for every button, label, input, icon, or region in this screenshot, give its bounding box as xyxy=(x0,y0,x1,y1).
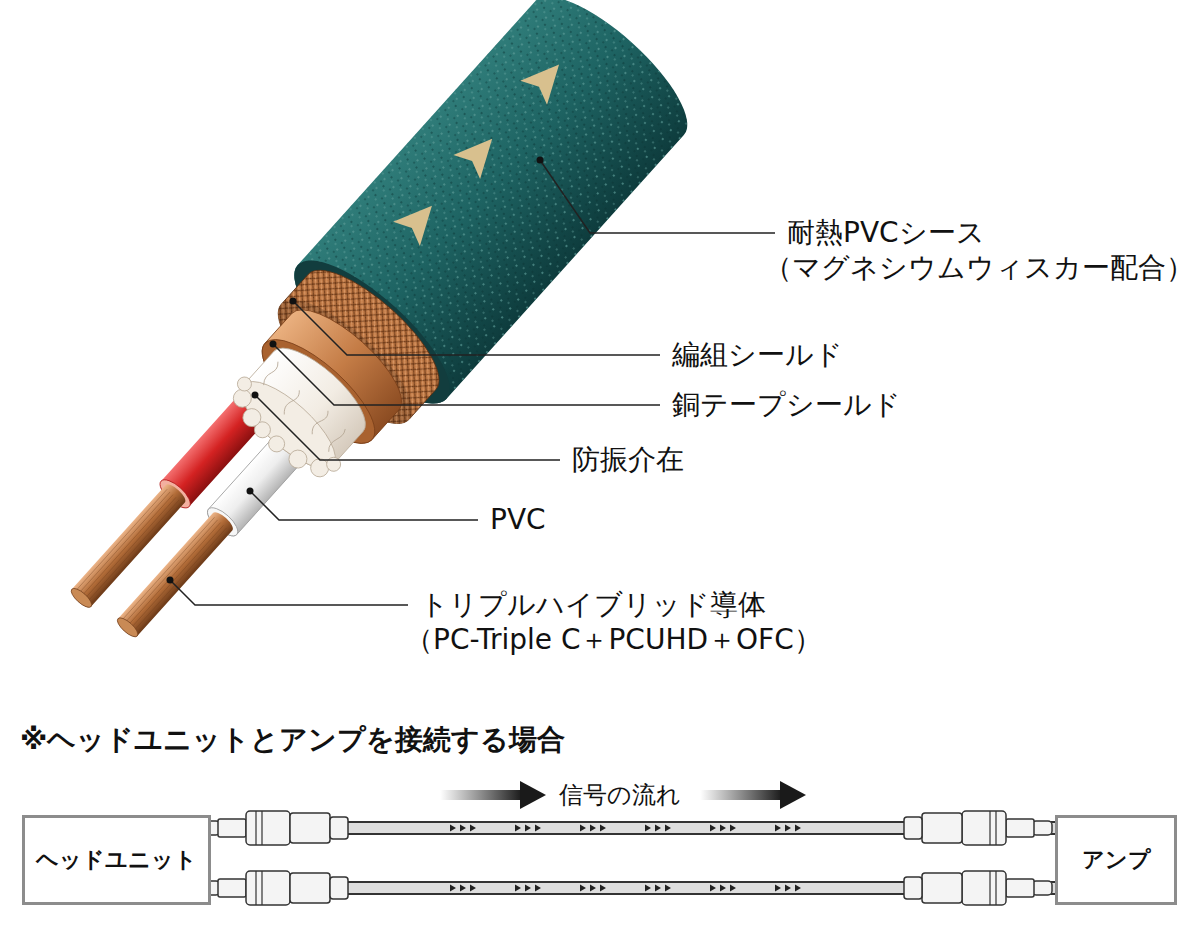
plug-ring xyxy=(218,819,246,837)
plug-body xyxy=(290,873,330,903)
filler-tuft xyxy=(285,446,310,471)
leader-dot xyxy=(537,157,544,164)
signal-arrow-head xyxy=(780,781,806,809)
leader-dot xyxy=(252,392,259,399)
plug-boot xyxy=(904,877,922,899)
plug-body xyxy=(922,813,962,843)
box-label: アンプ xyxy=(1082,846,1151,874)
conductor-tip xyxy=(68,585,94,610)
leader-line xyxy=(273,344,660,405)
part-label: 耐熱PVCシース xyxy=(787,216,985,250)
plug-pin xyxy=(1032,821,1052,835)
leader-line xyxy=(540,160,775,233)
jacket-arrow xyxy=(393,194,445,246)
filler-tuft xyxy=(235,374,255,394)
damping-filler-face xyxy=(229,368,348,481)
leader-line xyxy=(293,301,660,355)
plug-body xyxy=(962,811,1006,845)
section-heading: ※ヘッドユニットとアンプを接続する場合 xyxy=(20,723,565,757)
plug-pin xyxy=(1032,881,1052,895)
plug-boot xyxy=(330,817,348,839)
part-label: 編組シールド xyxy=(672,338,843,372)
plug-rib xyxy=(256,811,262,845)
plug-body xyxy=(246,811,290,845)
part-label: 銅テープシールド xyxy=(672,388,901,422)
filler-tuft xyxy=(324,454,344,474)
part-label: 防振介在 xyxy=(572,443,684,477)
signal-label: 信号の流れ xyxy=(559,781,681,810)
filler-tuft xyxy=(265,433,288,456)
plug-rib xyxy=(990,871,996,905)
jacket-arrow xyxy=(520,52,572,104)
box-label: ヘッドユニット xyxy=(36,846,197,874)
filler-fibres xyxy=(255,362,351,454)
leader-dot xyxy=(247,488,254,495)
plug-body xyxy=(246,871,290,905)
part-note: （マグネシウムウィスカー配合） xyxy=(764,251,1194,285)
signal-arrow-bar xyxy=(700,790,782,800)
leader-line xyxy=(250,491,478,520)
part-note: （PC-Triple C＋PCUHD＋OFC） xyxy=(405,623,822,657)
leader-dot xyxy=(167,577,174,584)
conductor-strands xyxy=(121,517,230,634)
device-box: アンプ xyxy=(1055,815,1177,905)
leader-line xyxy=(170,580,408,605)
rca-plug xyxy=(904,811,1052,845)
plug-body xyxy=(922,873,962,903)
plug-rib xyxy=(256,871,262,905)
device-box: ヘッドユニット xyxy=(22,815,211,905)
leader-lines xyxy=(167,157,776,606)
plug-body xyxy=(290,813,330,843)
rca-plug xyxy=(200,811,348,845)
conductor-tip xyxy=(115,615,141,640)
plug-rib xyxy=(990,811,996,845)
part-label: トリプルハイブリッド導体 xyxy=(420,588,766,622)
plug-ring xyxy=(1006,819,1034,837)
leader-dot xyxy=(290,298,297,305)
plug-boot xyxy=(904,817,922,839)
filler-tuft xyxy=(239,405,264,430)
jacket-arrow xyxy=(453,127,505,179)
leader-dot xyxy=(270,341,277,348)
plug-boot xyxy=(330,877,348,899)
conductor xyxy=(115,509,236,639)
signal-arrow-head xyxy=(520,781,546,809)
direction-marks xyxy=(450,825,801,832)
plug-body xyxy=(962,871,1006,905)
plug-ring xyxy=(1006,879,1034,897)
rca-plug xyxy=(904,871,1052,905)
direction-marks xyxy=(450,885,801,892)
rca-plug xyxy=(200,871,348,905)
plug-ring xyxy=(218,879,246,897)
part-label: PVC xyxy=(490,503,546,537)
signal-arrow-bar xyxy=(440,790,522,800)
leader-line xyxy=(255,395,560,460)
